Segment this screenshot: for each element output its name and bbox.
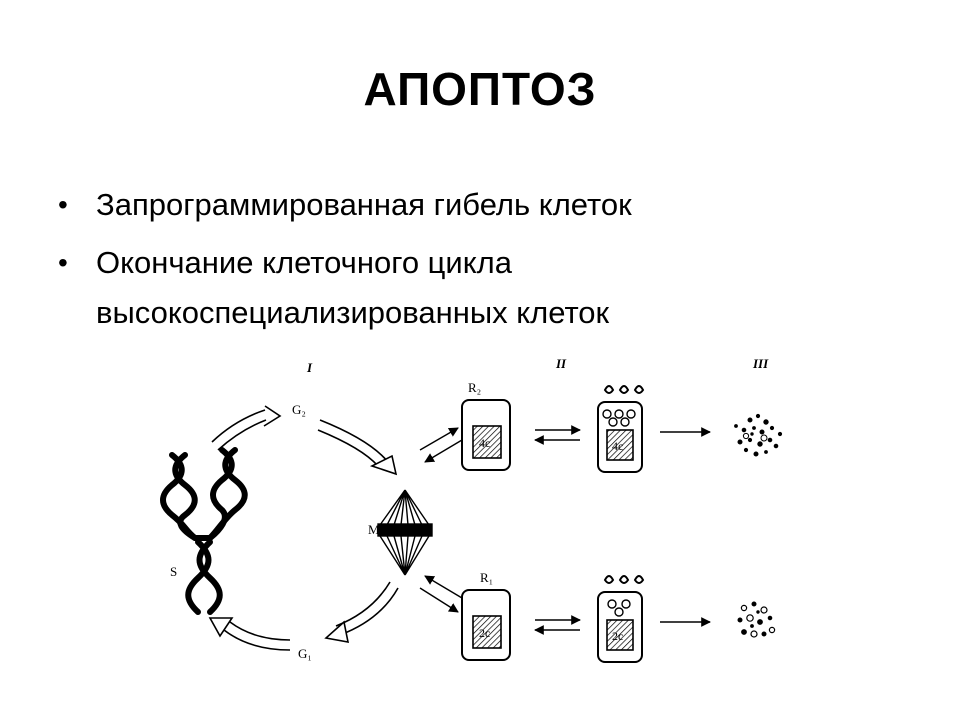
cell-label-r1: R₁ bbox=[480, 570, 493, 585]
arrow-r1-to-apoptotic-cell bbox=[534, 615, 581, 635]
nucleus-r1 bbox=[472, 615, 502, 649]
arrow-m-to-r1 bbox=[419, 575, 463, 613]
bullet-item: • Запрограммированная гибель клеток bbox=[58, 180, 918, 230]
mitotic-spindle-icon bbox=[377, 489, 433, 576]
apoptotic-cell-top bbox=[597, 385, 645, 473]
bullet-dot-icon: • bbox=[58, 189, 68, 220]
nucleus-label-top-apoptotic: 4c bbox=[612, 439, 623, 453]
slide-title: АПОПТОЗ bbox=[363, 63, 597, 115]
bullet-text: Запрограммированная гибель клеток bbox=[96, 187, 632, 222]
bullet-text: Окончание клеточного цикла высокоспециал… bbox=[96, 245, 610, 330]
cycle-arrow-g2-to-m bbox=[317, 419, 398, 476]
stage-label-ii: II bbox=[555, 356, 567, 371]
nucleus-label-top: 4c bbox=[479, 436, 490, 450]
stage-label-iii: III bbox=[752, 356, 769, 371]
bullet-dot-icon: • bbox=[58, 247, 68, 278]
nucleus-label-bottom-apoptotic: 2c bbox=[612, 629, 623, 643]
stage-label-i: I bbox=[306, 360, 313, 375]
nucleus-label-bottom: 2c bbox=[479, 626, 490, 640]
cycle-arrow-g1-to-s bbox=[208, 617, 291, 651]
cycle-arrow-s-to-g2 bbox=[211, 405, 282, 451]
bullet-item: • Окончание клеточного цикла высокоспеци… bbox=[58, 238, 918, 338]
phase-label-g2: G₂ bbox=[292, 402, 306, 417]
phase-label-s: S bbox=[170, 564, 177, 579]
phase-label-m: M bbox=[368, 522, 380, 537]
apoptotic-bodies-bottom bbox=[737, 601, 776, 638]
arrow-m-to-r2 bbox=[419, 427, 463, 463]
nucleus-r2 bbox=[472, 425, 502, 459]
bullet-list: • Запрограммированная гибель клеток • Ок… bbox=[58, 180, 918, 346]
cycle-arrow-m-to-g1 bbox=[324, 581, 399, 643]
arrow-r2-to-apoptotic-cell bbox=[534, 425, 581, 445]
cell-label-r2: R₂ bbox=[468, 380, 481, 395]
phase-label-g1: G₁ bbox=[298, 646, 312, 661]
apoptotic-bodies-top bbox=[734, 413, 783, 457]
cell-cycle-apoptosis-diagram: I II III G₂ G₁ S M bbox=[160, 356, 783, 663]
apoptotic-cell-bottom bbox=[597, 575, 645, 663]
dna-replication-icon bbox=[160, 447, 248, 615]
